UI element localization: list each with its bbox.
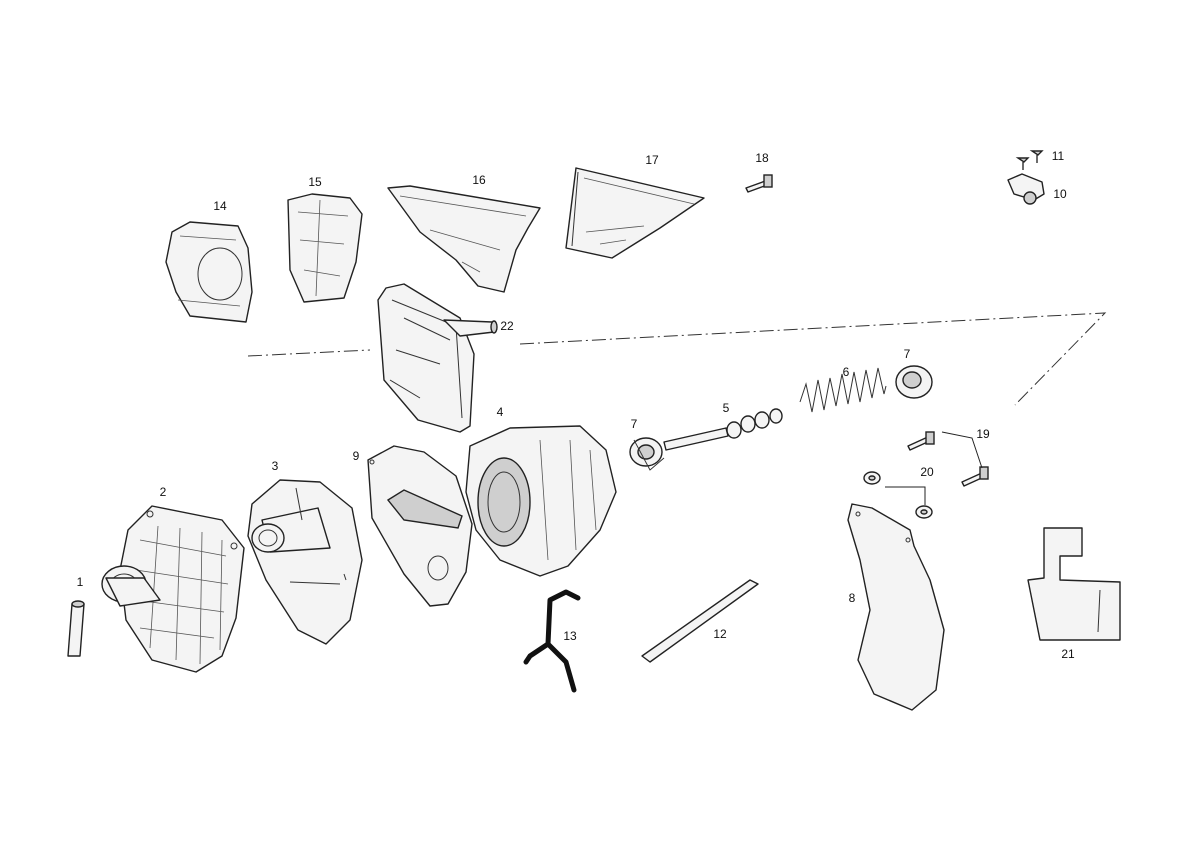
callout-18: 18	[755, 151, 769, 165]
callout-4: 4	[497, 405, 504, 419]
leader-lines	[885, 431, 983, 505]
part-16-curved-duct	[387, 185, 541, 293]
callout-3: 3	[272, 459, 279, 473]
part-21-label	[1027, 527, 1121, 641]
callout-11: 11	[1052, 149, 1065, 163]
part-5-rod	[663, 408, 783, 451]
part-2-base-housing	[101, 505, 245, 673]
callout-14: 14	[213, 199, 227, 213]
callout-1: 1	[77, 575, 84, 589]
part-18-bolt	[745, 174, 773, 193]
callout-19: 19	[976, 427, 990, 441]
part-9-backing-plate	[367, 445, 473, 607]
callout-8: 8	[849, 591, 856, 605]
part-11-screws	[1015, 150, 1044, 170]
part-19-bolts	[907, 431, 989, 487]
part-7-bushing-upper	[895, 365, 933, 399]
part-22-funnel-housing	[377, 283, 498, 433]
callout-12: 12	[713, 627, 727, 641]
callout-21: 21	[1061, 647, 1075, 661]
part-4-foam-filter	[465, 425, 617, 577]
callout-10: 10	[1053, 187, 1067, 201]
callout-15: 15	[308, 175, 322, 189]
callout-7-lower: 7	[631, 417, 638, 431]
part-8-curved-shield	[847, 503, 945, 711]
callout-6: 6	[843, 365, 850, 379]
part-7-bushing-lower	[629, 437, 665, 471]
callout-13: 13	[563, 629, 577, 643]
callout-22: 22	[500, 319, 514, 333]
callout-2: 2	[160, 485, 167, 499]
part-15-housing-shell	[287, 193, 363, 303]
part-17-angled-duct	[565, 167, 705, 259]
part-14-bracket-plate	[165, 221, 253, 323]
part-1-tube	[67, 600, 85, 657]
part-12-strip	[641, 579, 759, 663]
callout-7-upper: 7	[904, 347, 911, 361]
callout-20: 20	[920, 465, 934, 479]
part-3-intake-disc	[247, 479, 363, 645]
part-13-hose	[523, 589, 581, 693]
callout-labels: 1 2 3 4 5 6 7 7 8 9 10 11 12 13 14 15 16…	[77, 149, 1075, 661]
assembly-centerline	[247, 312, 1107, 406]
callout-5: 5	[723, 401, 730, 415]
callout-16: 16	[472, 173, 486, 187]
part-10-clip	[1007, 173, 1045, 205]
part-20-washers	[863, 471, 933, 519]
callout-17: 17	[645, 153, 659, 167]
callout-9: 9	[353, 449, 360, 463]
part-6-spring	[799, 367, 887, 413]
